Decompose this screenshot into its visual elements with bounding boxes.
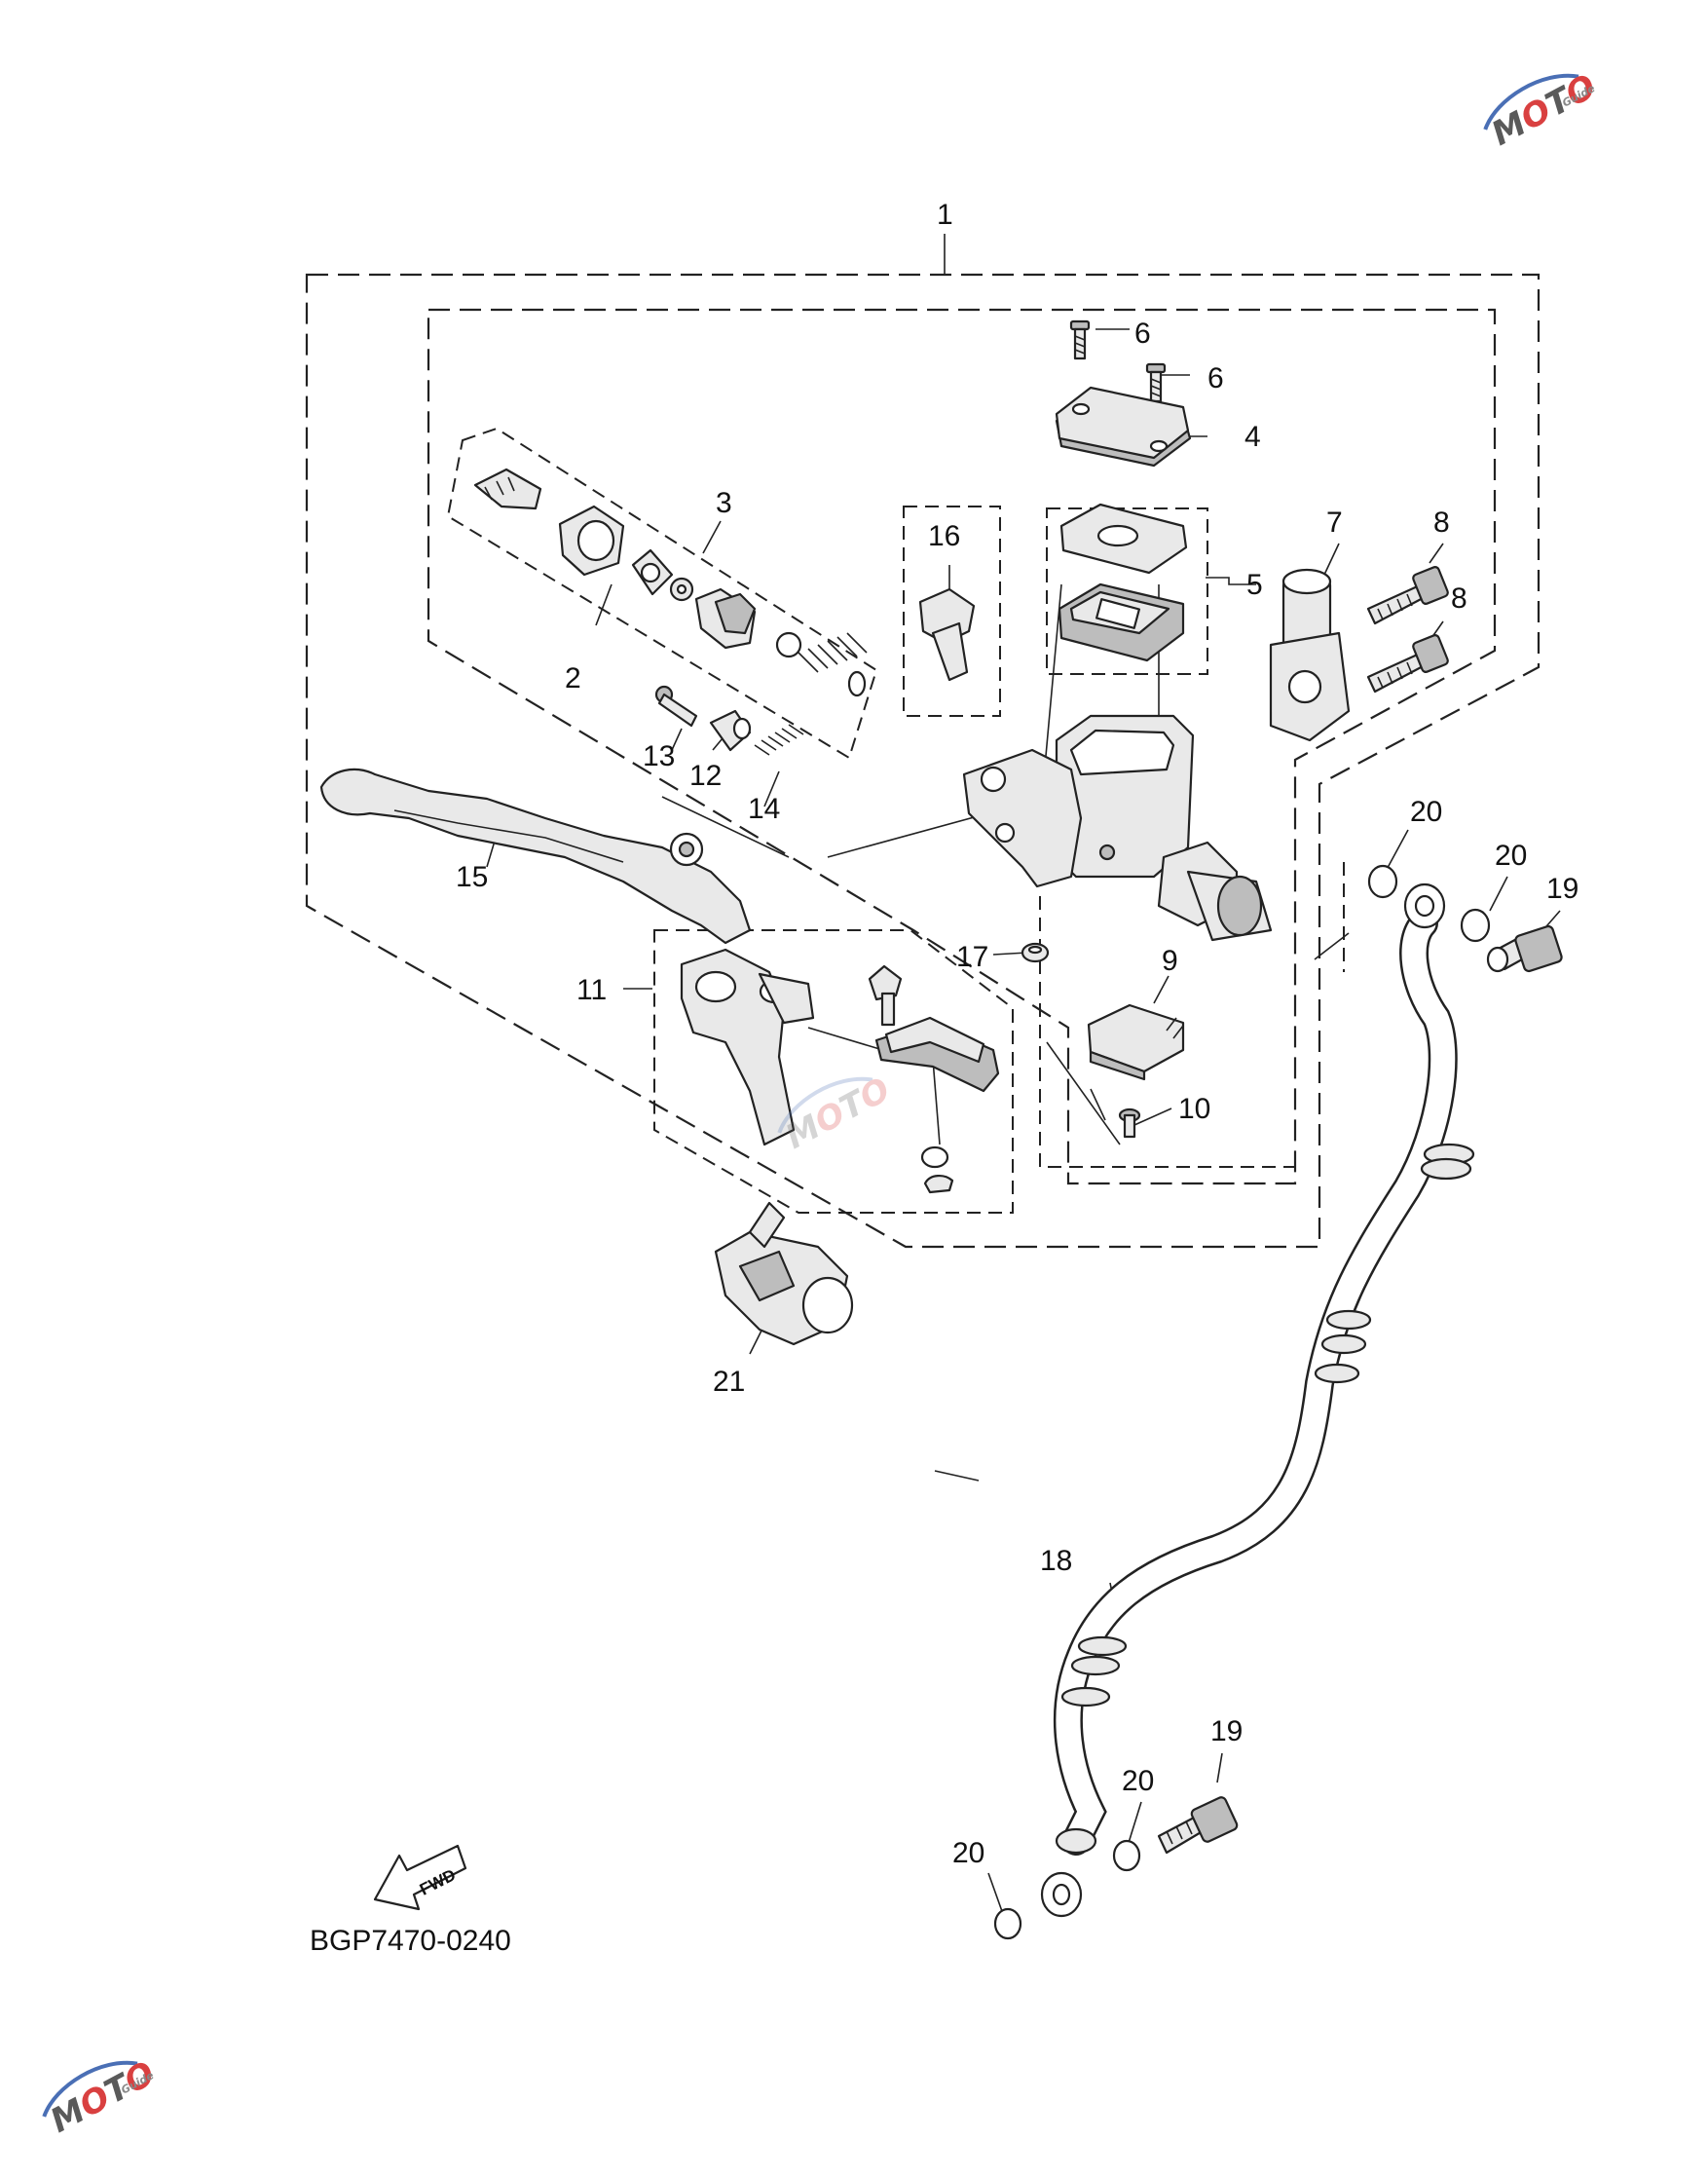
banjo-bolt-19-lower	[1157, 1796, 1239, 1855]
screw-10	[1118, 1107, 1141, 1139]
spring-14	[754, 724, 804, 756]
master-cylinder-body	[962, 714, 1273, 942]
watermark-logo-top: MOTO Guide	[1483, 67, 1603, 154]
washer-20-b	[1460, 908, 1491, 943]
leader-lines	[486, 234, 1561, 1915]
bolt-8-upper	[1366, 566, 1449, 625]
assembly-outlines	[305, 273, 1541, 1249]
diagram-code: BGP7470-0240	[310, 1925, 511, 1957]
spring-3	[798, 632, 868, 697]
callout-19a: 19	[1546, 873, 1578, 905]
callout-13: 13	[643, 740, 675, 772]
nut-17	[1021, 942, 1050, 963]
brake-hose-18	[1040, 882, 1475, 1918]
callout-6a: 6	[1134, 318, 1151, 350]
diaphragm-rubber-5	[1058, 582, 1185, 662]
piston-kit-outline	[446, 427, 878, 760]
holder-7	[1269, 568, 1351, 742]
reservoir-cap-4	[1055, 386, 1192, 468]
bolt-8-lower	[1366, 634, 1449, 694]
banjo-bolt-19-upper	[1486, 924, 1563, 973]
piston-kit-2	[473, 468, 802, 658]
callout-19b: 19	[1210, 1715, 1243, 1747]
callout-20b: 20	[1495, 840, 1527, 872]
callout-7: 7	[1326, 507, 1343, 539]
screw-6-right	[1145, 362, 1167, 403]
callout-18: 18	[1040, 1545, 1072, 1577]
callout-2: 2	[565, 662, 581, 694]
callout-20a: 20	[1410, 796, 1442, 828]
brake-lever-15	[319, 768, 752, 945]
pivot-bolt-13	[654, 685, 698, 728]
switch-box-outline	[1039, 896, 1295, 1168]
watermark-logo-bottom: MOTO Guide	[42, 2054, 162, 2141]
callout-10: 10	[1178, 1093, 1210, 1125]
callout-8a: 8	[1433, 507, 1450, 539]
brake-switch-9	[1087, 1003, 1185, 1081]
fwd-arrow-icon: FWD	[373, 1844, 467, 1911]
callout-8b: 8	[1451, 582, 1467, 615]
diaphragm-plate-5	[1059, 503, 1188, 575]
pin-box-outline	[903, 506, 1001, 717]
callout-14: 14	[748, 793, 780, 825]
bushing-12	[709, 709, 752, 752]
lever-bracket-11	[680, 948, 815, 1146]
washer-20-d	[993, 1907, 1022, 1940]
callout-4: 4	[1244, 421, 1261, 453]
callout-15: 15	[456, 861, 488, 893]
callout-6b: 6	[1207, 362, 1224, 394]
callout-17: 17	[956, 941, 988, 973]
parts: FWD	[319, 319, 1563, 1940]
callout-16: 16	[928, 520, 960, 552]
callout-21: 21	[713, 1366, 745, 1398]
callout-labels: 1 2 3 4 5 6 6 7 8 8 9 10 11 12 13 14 15 …	[456, 199, 1578, 1869]
washer-20-a	[1367, 864, 1398, 899]
adjuster-knob	[868, 964, 1000, 1194]
outer-assembly-outline	[305, 273, 1541, 1249]
switch-cover-21	[714, 1201, 854, 1346]
pin-16	[918, 587, 976, 682]
callout-9: 9	[1162, 945, 1178, 977]
callout-11: 11	[576, 974, 607, 1006]
callout-1: 1	[937, 199, 953, 231]
callout-5: 5	[1246, 569, 1263, 601]
callout-20c: 20	[1122, 1765, 1154, 1797]
adjuster-box-outline	[653, 929, 1014, 1214]
washer-20-c	[1112, 1839, 1141, 1872]
diaphragm-outline	[1046, 507, 1208, 675]
callout-20d: 20	[952, 1837, 984, 1869]
inner-assembly-outline	[427, 308, 1497, 1185]
callout-3: 3	[716, 487, 732, 519]
callout-12: 12	[689, 760, 722, 792]
screw-6-left	[1069, 319, 1091, 360]
